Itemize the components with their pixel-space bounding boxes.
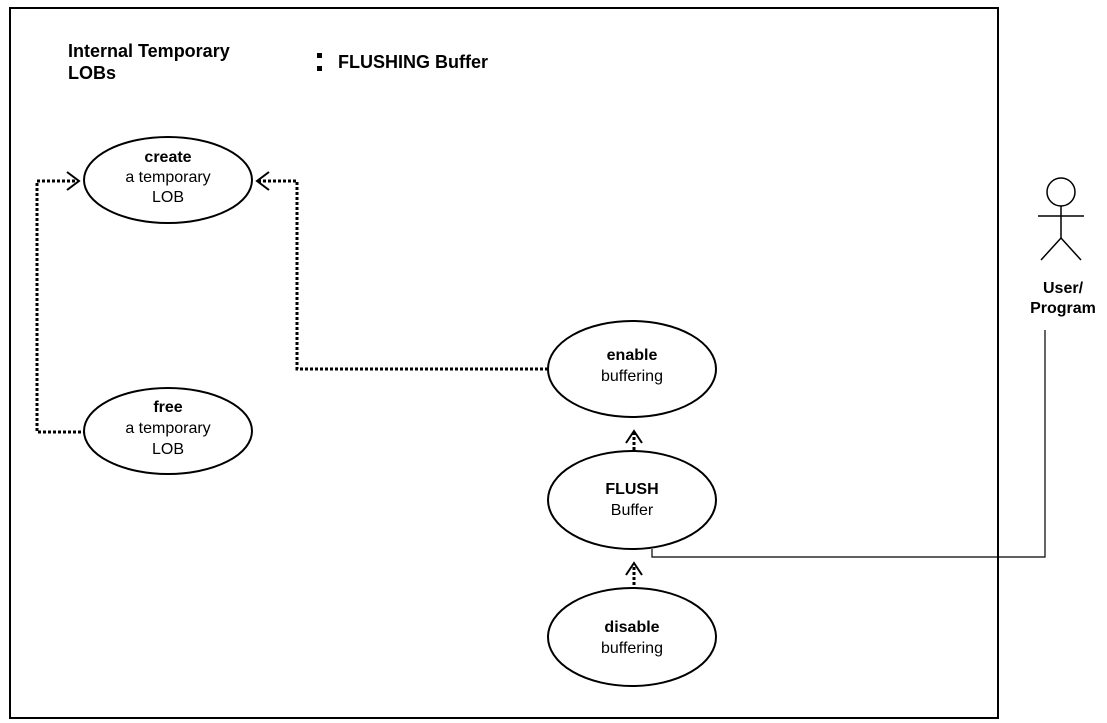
use-case-disable[interactable]: disable buffering <box>547 587 717 687</box>
use-case-free-line3: LOB <box>152 441 184 458</box>
arrowhead-flush <box>625 561 643 576</box>
subtitle: FLUSHING Buffer <box>338 52 488 72</box>
actor-label-line2: Program <box>1030 300 1096 317</box>
use-case-enable-line2: buffering <box>601 368 663 385</box>
use-case-flush-line2: Buffer <box>611 502 654 519</box>
use-case-free-line2: a temporary <box>125 420 210 437</box>
use-case-flush[interactable]: FLUSH Buffer <box>547 450 717 550</box>
use-case-disable-name: disable <box>604 619 659 636</box>
arrowhead-create-right <box>255 171 270 191</box>
stick-figure-icon <box>1038 177 1084 261</box>
use-case-enable[interactable]: enable buffering <box>547 320 717 418</box>
use-case-free-name: free <box>153 399 182 416</box>
arrowhead-create-left <box>66 171 81 191</box>
use-case-free[interactable]: free a temporary LOB <box>83 387 253 475</box>
actor-user-program[interactable]: User/ Program <box>1030 177 1096 317</box>
colon-separator <box>317 53 322 71</box>
title-line-2: LOBs <box>68 63 116 83</box>
dependency-enable-to-create <box>258 179 548 371</box>
system-boundary <box>9 7 999 719</box>
actor-label-line1: User/ <box>1043 280 1084 297</box>
title-line-1: Internal Temporary <box>68 41 230 61</box>
association-actor-to-flush <box>651 330 1046 558</box>
use-case-create[interactable]: create a temporary LOB <box>83 136 253 224</box>
dependency-free-to-create <box>35 179 86 434</box>
use-case-create-name: create <box>144 149 191 166</box>
use-case-create-line3: LOB <box>152 189 184 206</box>
use-case-disable-line2: buffering <box>601 640 663 657</box>
use-case-create-line2: a temporary <box>125 169 210 186</box>
arrowhead-enable <box>625 429 643 444</box>
use-case-flush-name: FLUSH <box>605 481 658 498</box>
use-case-enable-name: enable <box>607 347 658 364</box>
